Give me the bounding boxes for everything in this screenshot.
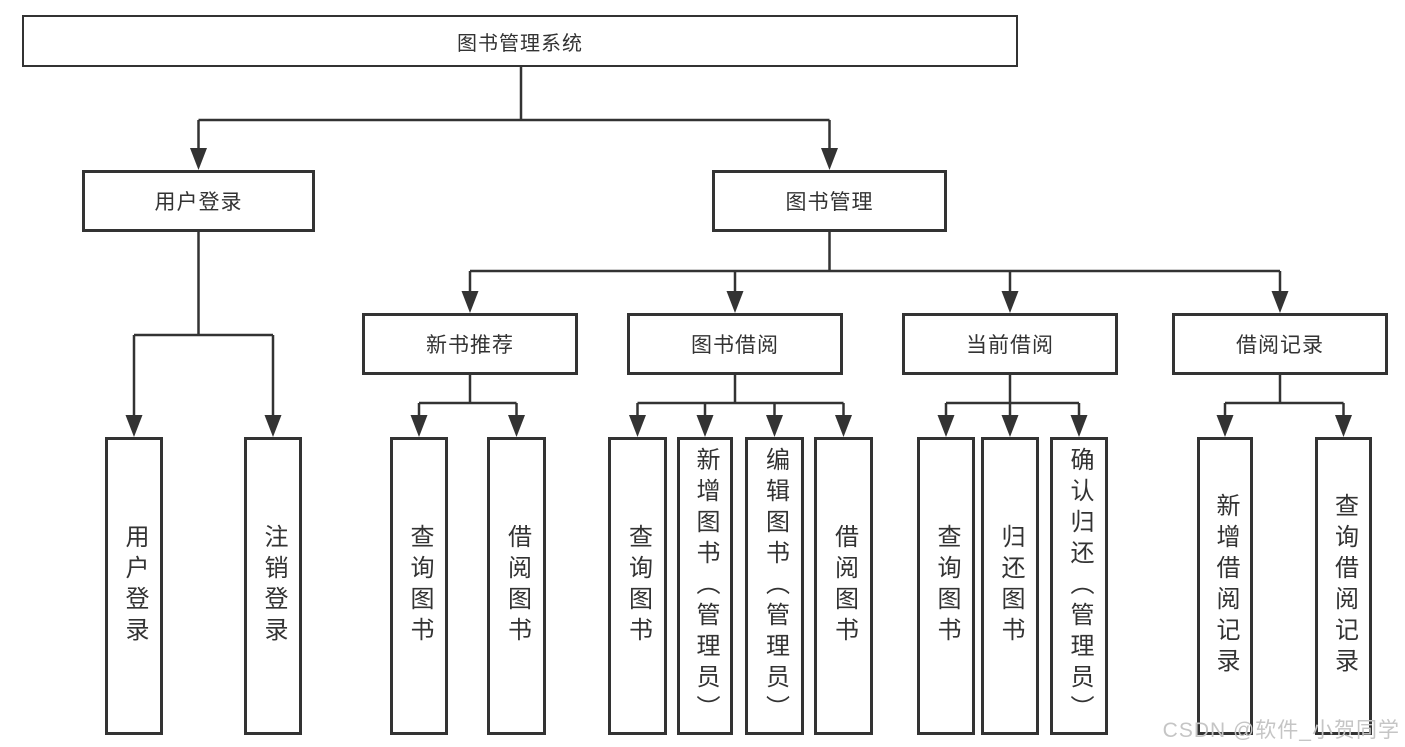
arrow-icon — [1335, 415, 1352, 437]
leaf-add-books-admin: 新增图书（管理员） — [677, 437, 733, 735]
arrow-icon — [1271, 291, 1289, 313]
arrow-icon — [410, 415, 428, 437]
leaf-borrow-books-recommend: 借阅图书 — [487, 437, 546, 735]
leaf-label: 编辑图书（管理员） — [761, 446, 789, 726]
connector-bookborrow-to-leaves — [636, 375, 845, 420]
leaf-add-borrow-record: 新增借阅记录 — [1197, 437, 1253, 735]
node-root-label: 图书管理系统 — [457, 32, 583, 55]
connector-bookmgmt-to-level3 — [468, 232, 1282, 296]
arrow-icon — [766, 415, 783, 437]
arrowheads — [125, 148, 1352, 437]
leaf-label: 查询图书 — [406, 524, 433, 648]
arrow-icon — [264, 415, 282, 437]
node-borrow-records: 借阅记录 — [1172, 313, 1388, 375]
node-label: 新书推荐 — [426, 334, 514, 357]
leaf-return-books: 归还图书 — [981, 437, 1039, 735]
connector-root-to-level2 — [197, 67, 831, 151]
node-label: 借阅记录 — [1236, 334, 1324, 357]
leaf-confirm-return-admin: 确认归还（管理员） — [1050, 437, 1108, 735]
leaf-label: 查询图书 — [624, 524, 652, 648]
connector-newbook-to-leaves — [417, 375, 518, 420]
node-label: 图书借阅 — [691, 334, 779, 357]
leaf-logout: 注销登录 — [244, 437, 302, 735]
leaf-label: 用户登录 — [121, 524, 148, 648]
connector-currentborrow-to-leaves — [944, 375, 1081, 420]
leaf-label: 注销登录 — [260, 524, 287, 648]
connector-records-to-leaves — [1223, 375, 1345, 420]
leaf-query-borrow-record: 查询借阅记录 — [1315, 437, 1372, 735]
arrow-icon — [1070, 415, 1088, 437]
leaf-query-books-current: 查询图书 — [917, 437, 975, 735]
arrow-icon — [835, 415, 852, 437]
leaf-label: 新增图书（管理员） — [692, 446, 719, 726]
node-root: 图书管理系统 — [22, 15, 1018, 67]
leaf-label: 查询图书 — [933, 524, 960, 648]
arrow-icon — [190, 148, 207, 170]
leaf-edit-books-admin: 编辑图书（管理员） — [745, 437, 804, 735]
arrow-icon — [1216, 415, 1234, 437]
leaf-user-login: 用户登录 — [105, 437, 163, 735]
arrow-icon — [696, 415, 714, 437]
leaf-query-books-borrow: 查询图书 — [608, 437, 667, 735]
leaf-label: 归还图书 — [997, 524, 1024, 648]
node-current-borrow: 当前借阅 — [902, 313, 1118, 375]
arrow-icon — [937, 415, 955, 437]
node-label: 图书管理 — [785, 191, 874, 214]
node-book-borrow: 图书借阅 — [627, 313, 843, 375]
arrow-icon — [629, 415, 646, 437]
node-new-book-recommend: 新书推荐 — [362, 313, 578, 375]
node-label: 用户登录 — [154, 191, 243, 214]
csdn-watermark: CSDN @软件_小贺同学 — [1162, 719, 1400, 742]
arrow-icon — [508, 415, 525, 437]
node-book-management-branch: 图书管理 — [712, 170, 947, 232]
leaf-label: 查询借阅记录 — [1330, 493, 1358, 679]
arrow-icon — [726, 291, 744, 313]
leaf-label: 确认归还（管理员） — [1066, 446, 1093, 726]
node-label: 当前借阅 — [966, 334, 1054, 357]
connector-userlogin-to-leaves — [132, 232, 275, 419]
arrow-icon — [461, 291, 479, 313]
arrow-icon — [1001, 415, 1019, 437]
arrow-icon — [1001, 291, 1019, 313]
arrow-icon — [125, 415, 143, 437]
node-user-login-branch: 用户登录 — [82, 170, 315, 232]
leaf-label: 借阅图书 — [830, 524, 858, 648]
leaf-query-books-recommend: 查询图书 — [390, 437, 448, 735]
leaf-label: 新增借阅记录 — [1212, 493, 1239, 679]
arrow-icon — [821, 148, 838, 170]
leaf-label: 借阅图书 — [503, 524, 531, 648]
leaf-borrow-books: 借阅图书 — [814, 437, 873, 735]
